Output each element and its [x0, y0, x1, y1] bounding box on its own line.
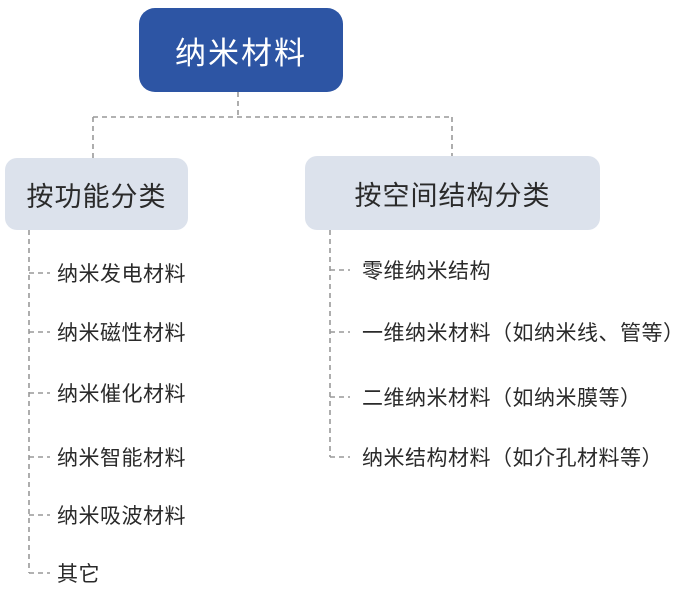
branch-by-function-label: 按功能分类	[26, 181, 167, 212]
branch-node-by-spatial-structure: 按空间结构分类	[305, 156, 600, 230]
leaf-spatial-2: 二维纳米材料（如纳米膜等）	[362, 387, 642, 410]
connector-root-split	[92, 92, 453, 158]
leaf-functional-3: 纳米智能材料	[57, 447, 186, 470]
leaf-spatial-1: 一维纳米材料（如纳米线、管等）	[362, 322, 685, 345]
leaf-spatial-3: 纳米结构材料（如介孔材料等）	[362, 447, 663, 470]
branch-node-by-function: 按功能分类	[5, 158, 188, 230]
leaf-functional-4: 纳米吸波材料	[57, 505, 186, 528]
leaf-functional-0: 纳米发电材料	[57, 263, 186, 286]
connector-left-tree	[28, 230, 50, 574]
leaf-functional-2: 纳米催化材料	[57, 383, 186, 406]
leaf-functional-5: 其它	[57, 563, 100, 586]
root-node-label: 纳米材料	[175, 35, 307, 71]
connector-right-tree	[329, 230, 350, 458]
leaf-functional-1: 纳米磁性材料	[57, 322, 186, 345]
leaf-spatial-0: 零维纳米结构	[362, 260, 491, 283]
branch-by-spatial-structure-label: 按空间结构分类	[354, 180, 551, 211]
root-node-nanomaterials: 纳米材料	[139, 8, 343, 92]
